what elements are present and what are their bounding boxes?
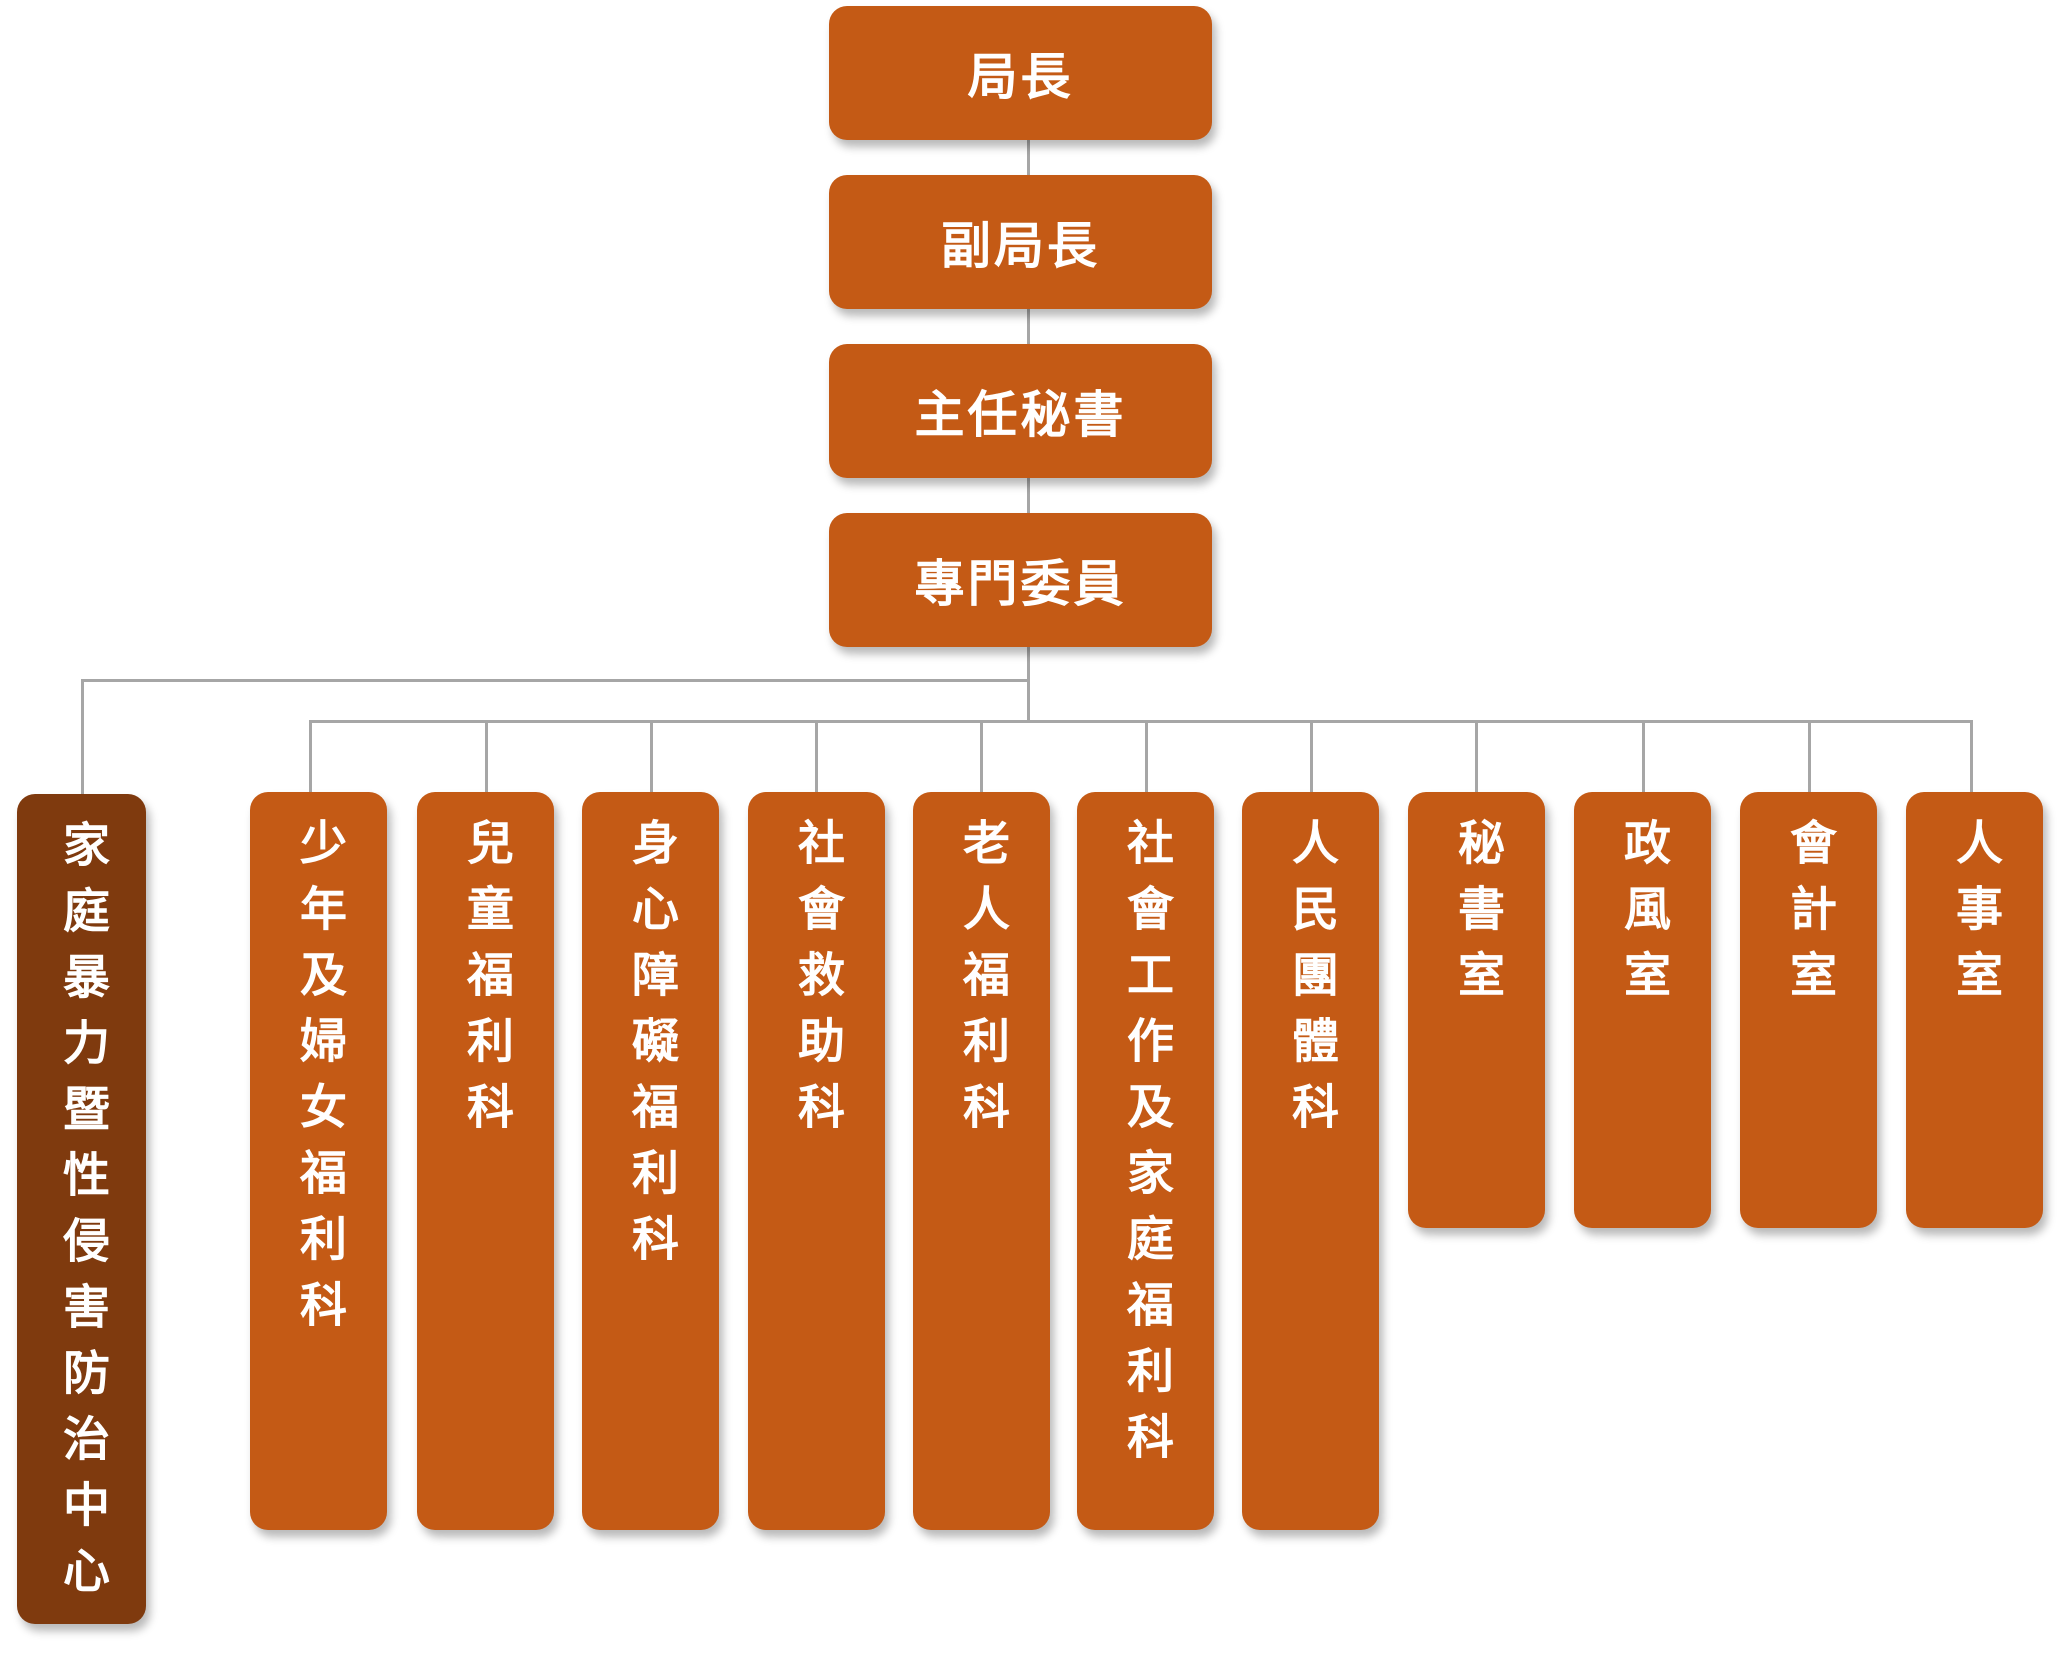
unit-drop-line	[650, 720, 653, 794]
unit-drop-line	[485, 720, 488, 794]
section-box: 老人福利科	[913, 792, 1050, 1530]
section-box: 社會救助科	[748, 792, 885, 1530]
section-box: 身心障礙福利科	[582, 792, 719, 1530]
unit-drop-line	[980, 720, 983, 794]
section-label: 社會救助科	[789, 818, 844, 1148]
office-label: 政風室	[1615, 818, 1670, 1016]
unit-drop-line	[1475, 720, 1478, 794]
section-label: 老人福利科	[954, 818, 1009, 1148]
unit-drop-line	[309, 720, 312, 794]
unit-drop-line	[1642, 720, 1645, 794]
office-label: 會計室	[1781, 818, 1836, 1016]
deputy-director-label: 副局長	[941, 217, 1100, 275]
office-label: 人事室	[1947, 818, 2002, 1016]
section-box: 社會工作及家庭福利科	[1077, 792, 1214, 1530]
office-box: 會計室	[1740, 792, 1877, 1228]
office-box: 人事室	[1906, 792, 2043, 1228]
director-box: 局長	[829, 6, 1212, 140]
section-label: 身心障礙福利科	[623, 818, 678, 1280]
director-label: 局長	[967, 48, 1074, 106]
prevention-center-label: 家庭暴力暨性侵害防治中心	[54, 820, 109, 1612]
senior-specialist-box: 專門委員	[829, 513, 1212, 647]
office-label: 秘書室	[1449, 818, 1504, 1016]
unit-drop-line	[1145, 720, 1148, 794]
center-drop-line	[81, 679, 84, 794]
unit-drop-line	[1310, 720, 1313, 794]
chief-secretary-box: 主任秘書	[829, 344, 1212, 478]
section-box: 少年及婦女福利科	[250, 792, 387, 1530]
senior-specialist-label: 專門委員	[914, 555, 1127, 613]
section-box: 人民團體科	[1242, 792, 1379, 1530]
units-branch-line	[309, 720, 1973, 723]
unit-drop-line	[815, 720, 818, 794]
chief-secretary-label: 主任秘書	[914, 386, 1127, 444]
section-label: 人民團體科	[1283, 818, 1338, 1148]
prevention-center-box: 家庭暴力暨性侵害防治中心	[17, 794, 146, 1624]
section-label: 兒童福利科	[458, 818, 513, 1148]
section-label: 少年及婦女福利科	[291, 818, 346, 1346]
section-box: 兒童福利科	[417, 792, 554, 1530]
deputy-director-box: 副局長	[829, 175, 1212, 309]
unit-drop-line	[1808, 720, 1811, 794]
center-branch-line	[81, 679, 1030, 682]
unit-drop-line	[1970, 720, 1973, 794]
office-box: 政風室	[1574, 792, 1711, 1228]
office-box: 秘書室	[1408, 792, 1545, 1228]
section-label: 社會工作及家庭福利科	[1118, 818, 1173, 1478]
